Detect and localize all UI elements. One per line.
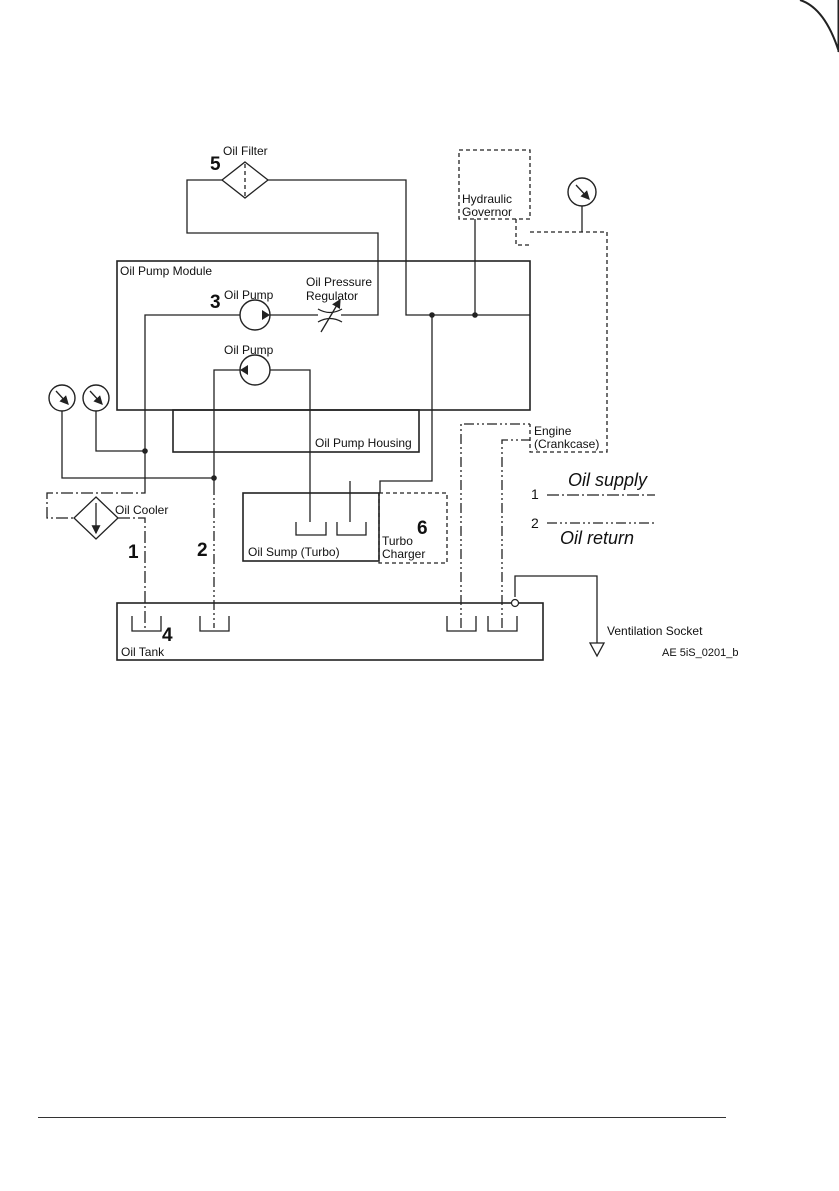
regulator-adjust <box>321 300 340 332</box>
oil-pump-label: Oil Pump <box>224 343 274 357</box>
engine-gauge-icon <box>568 178 596 206</box>
pressure-regulator-icon <box>318 309 342 322</box>
oil-filter-label: Oil Filter <box>223 144 268 158</box>
governor-label: Governor <box>462 205 512 219</box>
oil-pressure-label: Oil Pressure <box>306 275 372 289</box>
ventilation-line <box>515 576 597 643</box>
scavenge-suction-line <box>270 370 310 522</box>
callout-1: 1 <box>128 542 139 563</box>
turbo-label: Turbo <box>382 534 413 548</box>
legend-supply-number: 1 <box>531 486 539 502</box>
junction-dot <box>211 475 217 481</box>
legend-return-label: Oil return <box>560 528 634 548</box>
charger-label: Charger <box>382 547 425 561</box>
oil-pump-module-label: Oil Pump Module <box>120 264 212 278</box>
junction-dot <box>472 312 478 318</box>
ventilation-socket-label: Ventilation Socket <box>607 624 703 638</box>
callout-5: 5 <box>210 154 221 175</box>
figure-reference: AE 5iS_0201_b <box>662 647 738 659</box>
gauge-line-1 <box>62 411 214 478</box>
ventilation-port <box>512 600 519 607</box>
pressure-gauge-icon <box>49 385 75 411</box>
engine-return-line <box>461 424 530 628</box>
legend-return-number: 2 <box>531 515 539 531</box>
legend-supply-label: Oil supply <box>568 470 648 490</box>
sump-cup <box>337 522 366 535</box>
hydraulic-label: Hydraulic <box>462 192 512 206</box>
pump-suction-line <box>145 315 240 485</box>
callout-2: 2 <box>197 540 208 561</box>
callout-6: 6 <box>417 518 428 539</box>
engine-crankcase-box <box>530 232 607 452</box>
turbo-feed-line <box>380 315 432 493</box>
oil-sump-label: Oil Sump (Turbo) <box>248 545 340 559</box>
gauge-line-2 <box>96 411 145 451</box>
oil-tank-label: Oil Tank <box>121 645 165 659</box>
legend: Oil supply 1 2 Oil return <box>531 470 655 548</box>
crankcase-label: (Crankcase) <box>534 437 599 451</box>
governor-return-line <box>516 219 530 245</box>
engine-label: Engine <box>534 424 572 438</box>
scavenge-pump-line <box>214 370 240 485</box>
junction-dot <box>142 448 148 454</box>
junction-dot <box>429 312 435 318</box>
temperature-gauge-icon <box>83 385 109 411</box>
ventilation-socket-symbol <box>590 643 604 656</box>
regulator-label: Regulator <box>306 289 358 303</box>
cooler-to-tank-line <box>118 518 145 628</box>
oil-system-schematic: Oil Filter Hydraulic Governor Oil Pump M… <box>0 0 839 720</box>
oil-pump-label: Oil Pump <box>224 288 274 302</box>
footer-rule <box>38 1117 726 1118</box>
oil-cooler-label: Oil Cooler <box>115 503 168 517</box>
callout-3: 3 <box>210 292 221 313</box>
oil-pump-housing-label: Oil Pump Housing <box>315 436 412 450</box>
callout-4: 4 <box>162 625 173 646</box>
oil-tank-box <box>117 603 543 660</box>
sump-cup <box>296 522 326 535</box>
tank-cup <box>132 616 161 631</box>
